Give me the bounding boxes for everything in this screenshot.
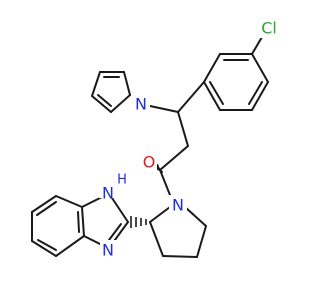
bond	[149, 221, 164, 257]
double-bond	[97, 94, 112, 107]
pyrrole-ring	[91, 71, 131, 113]
bond	[110, 94, 131, 113]
atom-label-n-pyrrolidine: N	[169, 195, 187, 215]
stereo-hashed-bond	[130, 216, 147, 228]
bond	[91, 95, 112, 113]
atom-label-n-benzimidazole: N	[100, 240, 118, 260]
double-bond	[108, 223, 122, 241]
bond	[55, 195, 83, 208]
double-bond	[248, 81, 263, 105]
bond-ch2-carbonyl	[159, 145, 189, 171]
bond	[31, 240, 57, 257]
bond-c-cl	[251, 36, 263, 55]
pyrrole-nitrogen-label: N	[135, 95, 147, 114]
bond-aryl-ch	[177, 81, 205, 113]
double-bond	[209, 81, 224, 105]
bond	[203, 53, 221, 83]
benzene-ring	[31, 195, 85, 257]
atom-label-o: O	[141, 153, 157, 173]
bond	[123, 71, 131, 96]
bond	[55, 235, 85, 257]
bond	[81, 206, 85, 237]
atom-label-nh: H N	[99, 170, 127, 203]
bond	[203, 81, 221, 111]
bond-ch-pyrrole-n	[149, 105, 179, 113]
chlorine-label: Cl	[261, 19, 277, 38]
bond	[91, 71, 101, 97]
molecule-structure: Cl O N N H N N	[31, 18, 284, 260]
double-bond	[77, 211, 80, 233]
benzimidazole-nh-label: N	[102, 184, 114, 203]
bond	[31, 195, 57, 213]
bond	[149, 206, 171, 223]
nh-hydrogen-label: H	[117, 173, 127, 188]
imidazole-ring	[81, 195, 129, 247]
atom-label-n-pyrrole: N	[132, 95, 150, 115]
benzimidazole-nitrogen-label: N	[102, 241, 114, 260]
bond-ch-ch2	[177, 111, 189, 147]
pyrrolidine-nitrogen-label: N	[172, 196, 184, 215]
bond	[196, 225, 207, 258]
bond	[162, 255, 198, 258]
bond	[184, 206, 207, 227]
bond	[111, 197, 129, 223]
pyrrolidine-ring	[149, 206, 207, 258]
atom-label-cl: Cl	[254, 18, 284, 38]
bond	[251, 53, 269, 83]
bond	[251, 81, 269, 111]
double-bond	[37, 239, 57, 251]
oxygen-label: O	[143, 153, 156, 172]
chlorophenyl-ring	[203, 53, 269, 111]
double-bond	[36, 201, 57, 216]
